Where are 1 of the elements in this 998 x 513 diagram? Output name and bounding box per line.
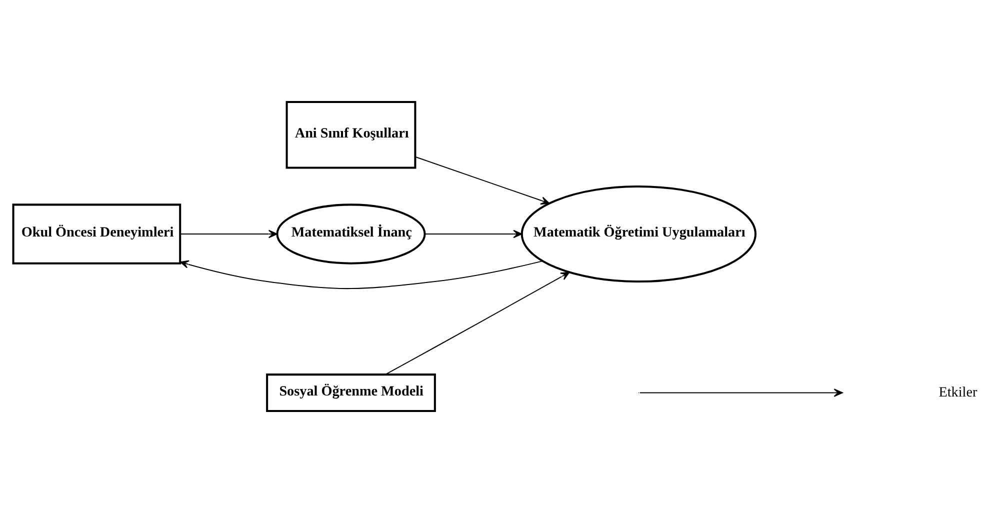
legend-label: Etkiler — [938, 384, 978, 400]
